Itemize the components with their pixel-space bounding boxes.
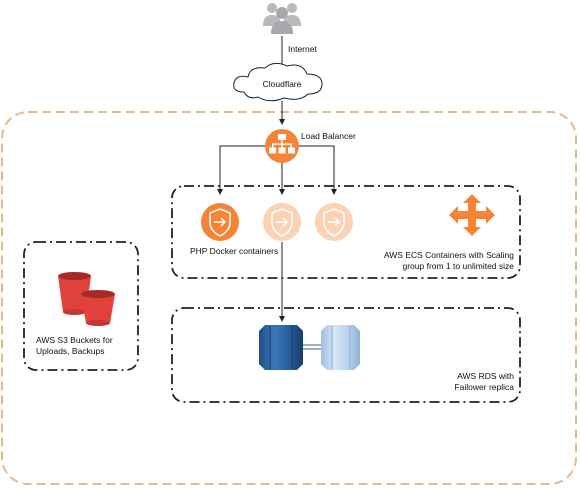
rds-database-icon-replica <box>321 325 360 370</box>
s3-group-box <box>23 241 139 371</box>
php-containers-label: PHP Docker containers <box>190 246 279 256</box>
ecs-group-box <box>171 185 521 279</box>
load-balancer-icon <box>265 129 299 163</box>
container-icon-2 <box>263 203 301 241</box>
s3-bucket-icon <box>58 272 115 326</box>
cloudflare-label: Cloudflare <box>262 79 302 89</box>
cloud-icon <box>233 62 323 102</box>
rds-label-line2: Failower replica <box>454 382 514 392</box>
edges-lb-containers <box>217 145 337 195</box>
users-icon <box>263 3 301 34</box>
rds-replica-connector <box>303 344 321 350</box>
internet-label: Internet <box>288 44 317 54</box>
ecs-arrows-icon <box>449 194 495 236</box>
ecs-label-line1: AWS ECS Containers with Scaling <box>383 250 514 260</box>
rds-label-line1: AWS RDS with <box>457 371 514 381</box>
ecs-label-line2: group from 1 to unlimited size <box>402 261 515 271</box>
s3-label-line1: AWS S3 Buckets for <box>36 335 113 345</box>
s3-label-line2: Uploads, Backups <box>36 346 105 356</box>
container-icon-1 <box>201 203 239 241</box>
rds-group-box <box>171 307 521 403</box>
load-balancer-label: Load Balancer <box>301 131 356 141</box>
container-icon-3 <box>315 203 353 241</box>
outer-boundary <box>1 111 577 485</box>
rds-database-icon-primary <box>259 325 303 370</box>
